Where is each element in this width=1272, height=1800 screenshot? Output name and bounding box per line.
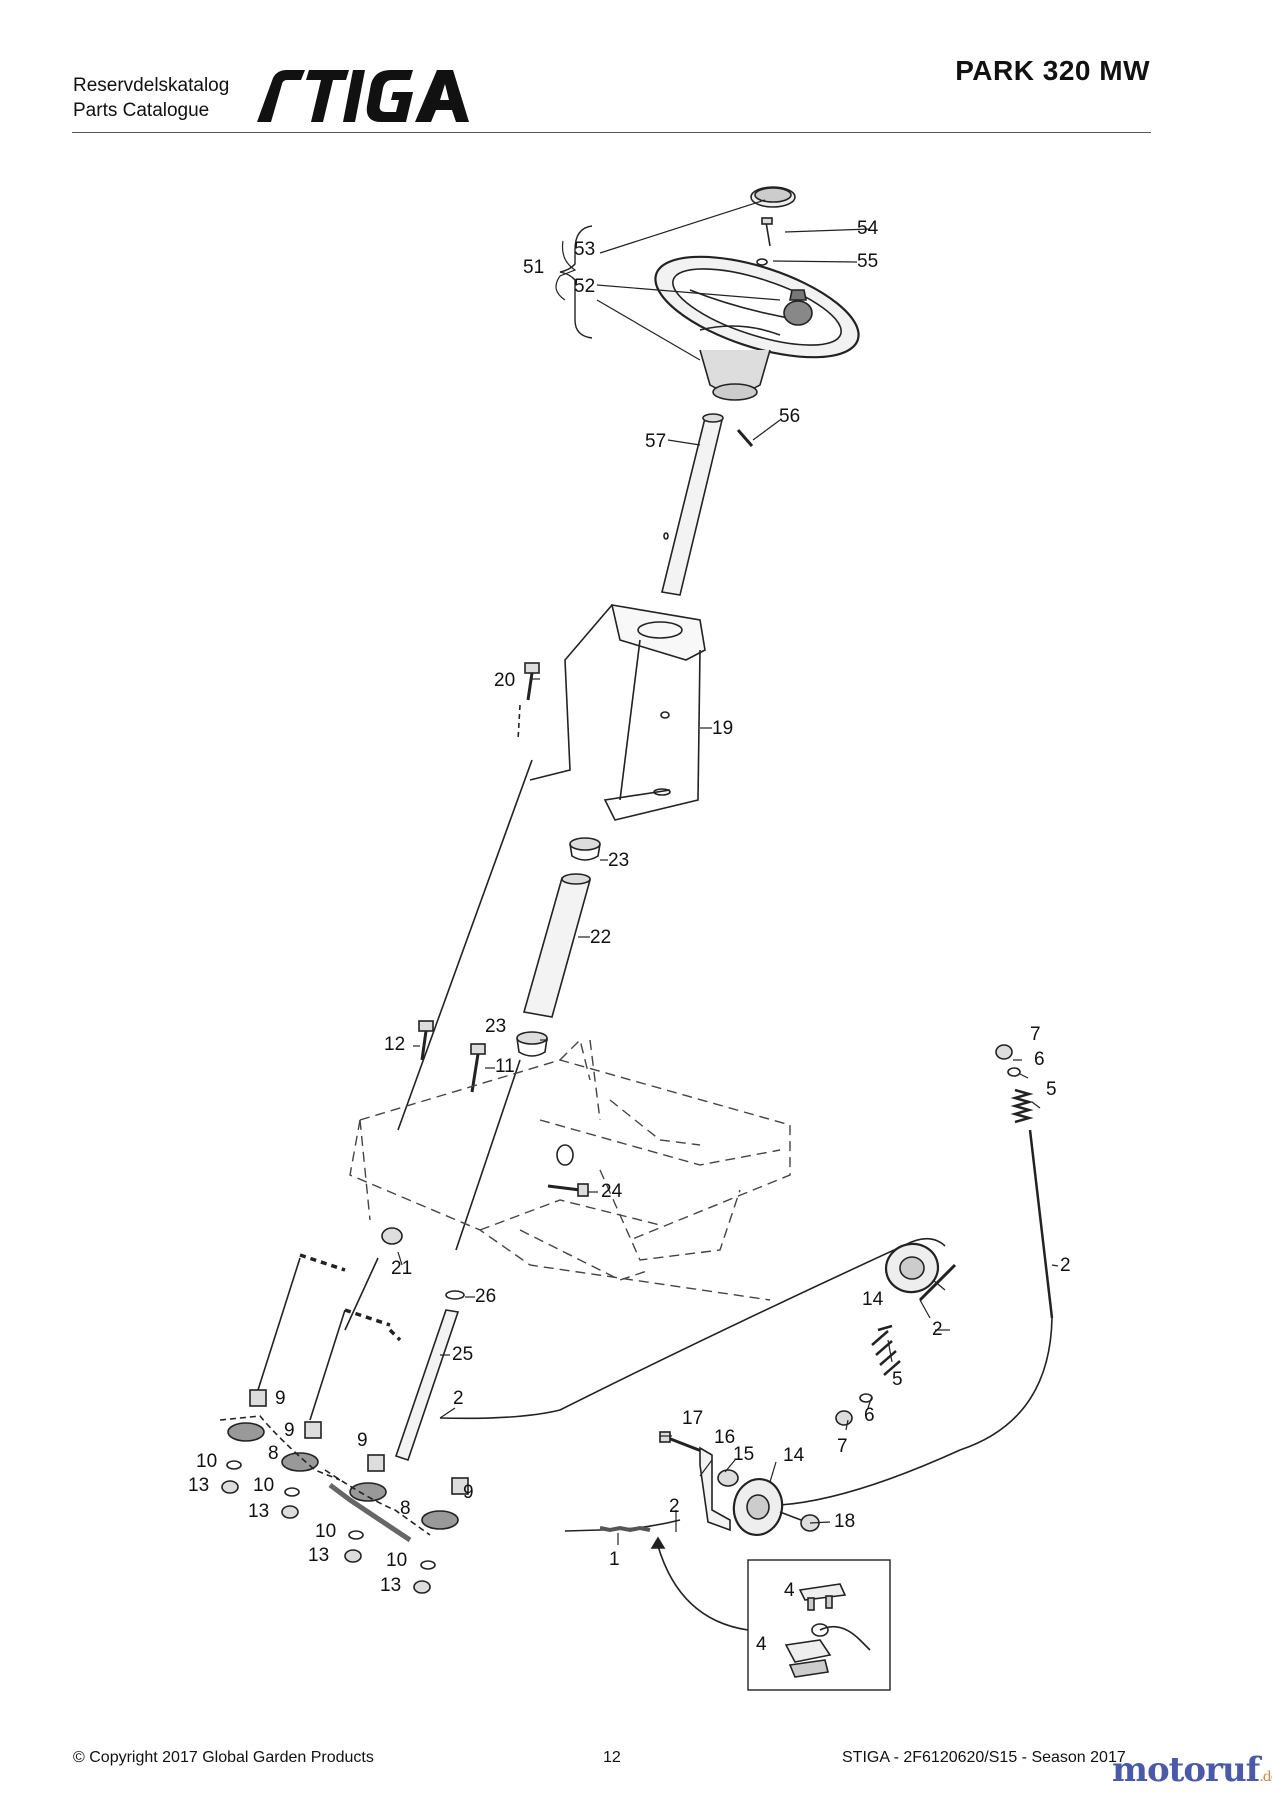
copyright-text: © Copyright 2017 Global Garden Products — [73, 1749, 374, 1766]
label-6b: 6 — [864, 1405, 875, 1426]
label-5a: 5 — [1046, 1079, 1057, 1100]
steering-bracket — [529, 604, 706, 821]
label-9a: 9 — [275, 1388, 286, 1409]
label-13c: 13 — [308, 1545, 329, 1566]
label-7b: 7 — [837, 1436, 848, 1457]
label-10b: 10 — [253, 1475, 274, 1496]
document-reference: STIGA - 2F6120620/S15 - Season 2017 — [842, 1749, 1126, 1766]
label-11: 11 — [495, 1056, 515, 1077]
label-14b: 14 — [783, 1445, 805, 1466]
label-13b: 13 — [248, 1501, 269, 1522]
watermark-text: motoruf — [1112, 1750, 1260, 1790]
stiga-logo — [253, 66, 473, 129]
label-54: 54 — [857, 218, 879, 239]
label-24: 24 — [601, 1181, 623, 1202]
watermark-logo: motoruf.de — [1112, 1750, 1272, 1790]
label-55: 55 — [857, 251, 878, 272]
steering-shaft — [661, 413, 724, 596]
label-18: 18 — [834, 1511, 855, 1532]
part-number-labels: 53 54 55 51 52 56 57 20 19 23 22 23 12 1… — [188, 218, 1071, 1655]
label-1: 1 — [609, 1549, 620, 1570]
detail-inset — [747, 1559, 891, 1691]
steering-wheel — [654, 255, 860, 401]
label-52: 52 — [574, 276, 595, 297]
catalog-title-block: Reservdelskatalog Parts Catalogue — [73, 73, 229, 123]
label-53: 53 — [574, 239, 595, 260]
label-26: 26 — [475, 1286, 496, 1307]
catalog-title-swedish: Reservdelskatalog — [73, 75, 230, 96]
label-13d: 13 — [380, 1575, 401, 1596]
sprocket-assembly — [219, 1389, 469, 1543]
label-2d: 2 — [1060, 1255, 1071, 1276]
label-4b: 4 — [756, 1634, 767, 1655]
model-title: PARK 320 MW — [955, 55, 1150, 86]
label-2c: 2 — [932, 1319, 943, 1340]
label-23a: 23 — [608, 850, 629, 871]
label-5b: 5 — [892, 1369, 903, 1390]
label-10c: 10 — [315, 1521, 336, 1542]
label-57: 57 — [645, 431, 666, 452]
label-16: 16 — [714, 1427, 735, 1448]
header-divider — [72, 132, 1151, 133]
label-4a: 4 — [784, 1580, 795, 1601]
label-8a: 8 — [268, 1443, 279, 1464]
label-9c: 9 — [357, 1430, 368, 1451]
label-10a: 10 — [196, 1451, 217, 1472]
label-23b: 23 — [485, 1016, 506, 1037]
pulley-upper — [884, 1242, 940, 1294]
label-13a: 13 — [188, 1475, 209, 1496]
label-10d: 10 — [386, 1550, 407, 1571]
label-20: 20 — [494, 670, 515, 691]
label-56: 56 — [779, 406, 800, 427]
label-6a: 6 — [1034, 1049, 1045, 1070]
label-2b: 2 — [669, 1496, 680, 1517]
label-7a: 7 — [1030, 1024, 1041, 1045]
label-22: 22 — [590, 927, 611, 948]
label-8b: 8 — [400, 1498, 411, 1519]
label-25: 25 — [452, 1344, 473, 1365]
page-number: 12 — [603, 1749, 621, 1766]
label-12: 12 — [384, 1034, 405, 1055]
label-9b: 9 — [284, 1420, 295, 1441]
chassis-frame — [349, 1038, 791, 1301]
label-9d: 9 — [463, 1482, 474, 1503]
catalog-title-english: Parts Catalogue — [73, 100, 210, 121]
steering-cable — [439, 1129, 1054, 1532]
label-15: 15 — [733, 1444, 754, 1465]
label-14a: 14 — [862, 1289, 884, 1310]
label-17: 17 — [682, 1408, 703, 1429]
column-tube — [522, 873, 592, 1018]
label-19: 19 — [712, 718, 733, 739]
label-2a: 2 — [453, 1388, 464, 1409]
pulley-lower — [732, 1478, 784, 1536]
label-51: 51 — [523, 257, 544, 278]
label-21: 21 — [391, 1258, 412, 1279]
watermark-tld: .de — [1259, 1769, 1272, 1785]
